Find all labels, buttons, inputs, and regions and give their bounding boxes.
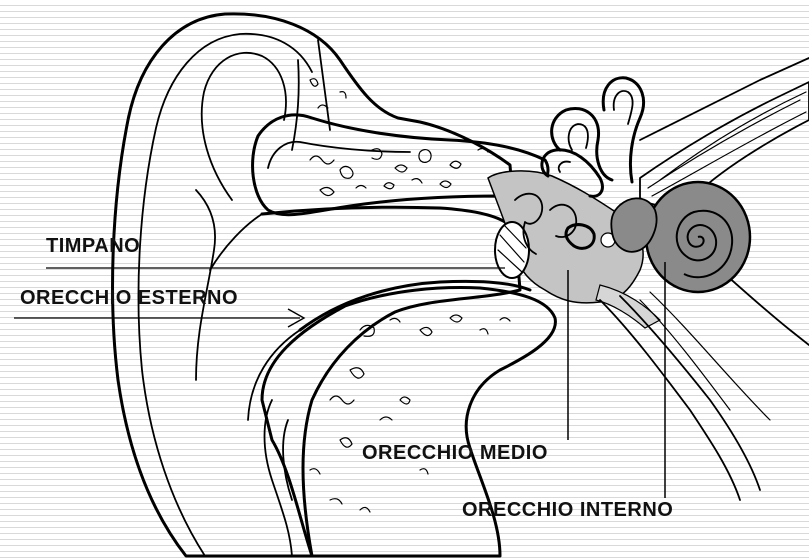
lower-channel [600, 296, 760, 500]
label-orecchio-interno: ORECCHIO INTERNO [462, 500, 673, 520]
auditory-nerve [640, 82, 809, 206]
label-timpano: TIMPANO [46, 236, 140, 256]
antihelix-fold [196, 190, 215, 380]
temporal-bone-inner [268, 142, 410, 168]
label-orecchio-esterno: ORECCHIO ESTERNO [20, 288, 238, 308]
temporal-bone-vertical [292, 40, 330, 150]
lower-channel-thin [640, 292, 770, 420]
nerve-fibers [648, 92, 806, 196]
label-orecchio-medio: ORECCHIO MEDIO [362, 443, 548, 463]
antihelix-line [202, 53, 286, 200]
pinna-outline [113, 14, 520, 556]
ear-canal-bend [210, 214, 300, 420]
